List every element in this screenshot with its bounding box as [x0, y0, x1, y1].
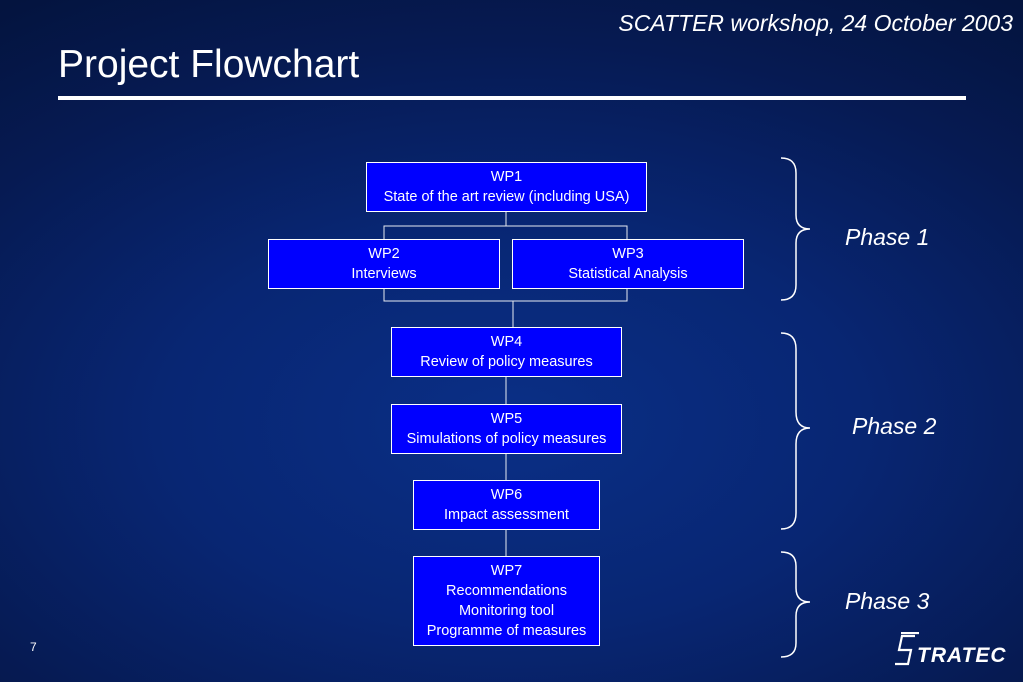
phase-3-brace: [780, 551, 811, 658]
title-underline: [58, 96, 966, 100]
wp5-code: WP5: [490, 411, 523, 427]
wp3-description: Statistical Analysis: [568, 266, 688, 282]
phase-2-label: Phase 2: [852, 413, 937, 439]
wp7-line-2: Monitoring tool: [458, 603, 555, 619]
wp6-description: Impact assessment: [444, 507, 569, 523]
wp7-line-3: Programme of measures: [426, 623, 587, 639]
wp2-code: WP2: [368, 246, 400, 262]
wp6-box: WP6 Impact assessment: [413, 480, 600, 530]
phase-2-brace: [780, 332, 811, 530]
wp7-line-1: Recommendations: [446, 583, 567, 599]
page-title: Project Flowchart: [58, 43, 360, 86]
wp2-description: Interviews: [351, 266, 417, 282]
wp7-code: WP7: [490, 563, 523, 579]
wp4-box: WP4 Review of policy measures: [391, 327, 622, 377]
header-event-note: SCATTER workshop, 24 October 2003: [618, 10, 1013, 36]
wp6-code: WP6: [490, 487, 523, 503]
wp5-box: WP5 Simulations of policy measures: [391, 404, 622, 454]
wp7-box: WP7 Recommendations Monitoring tool Prog…: [413, 556, 600, 646]
wp2-box: WP2 Interviews: [268, 239, 500, 289]
wp4-code: WP4: [490, 334, 523, 350]
stratec-logo: TRATEC: [895, 632, 1007, 667]
wp1-code: WP1: [490, 169, 523, 185]
phase-1-label: Phase 1: [845, 224, 930, 250]
wp1-description: State of the art review (including USA): [383, 189, 630, 205]
phase-3-label: Phase 3: [845, 588, 930, 614]
wp3-code: WP3: [612, 246, 644, 262]
wp3-box: WP3 Statistical Analysis: [512, 239, 744, 289]
page-number: 7: [30, 640, 37, 654]
phase-1-brace: [780, 157, 811, 301]
wp1-box: WP1 State of the art review (including U…: [366, 162, 647, 212]
wp5-description: Simulations of policy measures: [406, 431, 607, 447]
logo-wordmark: TRATEC: [917, 644, 1007, 667]
wp4-description: Review of policy measures: [420, 354, 593, 370]
